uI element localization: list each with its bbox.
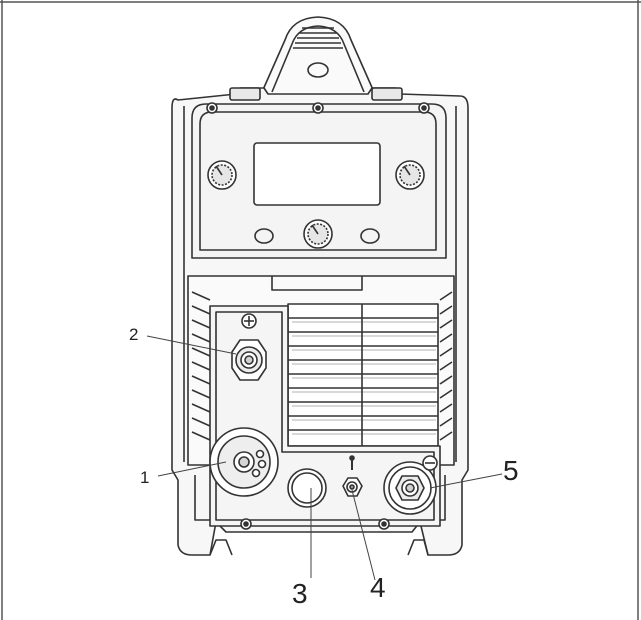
gas-fitting-icon[interactable] — [342, 455, 363, 497]
callout-4: 4 — [370, 572, 386, 603]
torch-connector-icon[interactable] — [209, 427, 279, 497]
knob-icon[interactable] — [207, 160, 237, 190]
knob-icon[interactable] — [303, 219, 333, 249]
ground-symbol-icon — [241, 313, 257, 329]
indicator-light — [360, 228, 380, 244]
screw-icon — [240, 518, 390, 530]
socket-icon[interactable] — [383, 461, 437, 515]
ground-symbol-icon — [422, 455, 438, 471]
display-screen — [253, 142, 381, 206]
callout-1: 1 — [140, 468, 150, 487]
blank-plug — [287, 468, 327, 508]
callout-2: 2 — [129, 325, 139, 344]
indicator-light — [254, 228, 274, 244]
screw-icon — [206, 102, 430, 114]
callout-5: 5 — [503, 455, 519, 486]
carry-handle — [261, 16, 375, 93]
socket-icon[interactable] — [231, 339, 267, 381]
callout-3: 3 — [292, 578, 308, 609]
leader-lines — [146, 335, 503, 581]
knob-icon[interactable] — [395, 160, 425, 190]
